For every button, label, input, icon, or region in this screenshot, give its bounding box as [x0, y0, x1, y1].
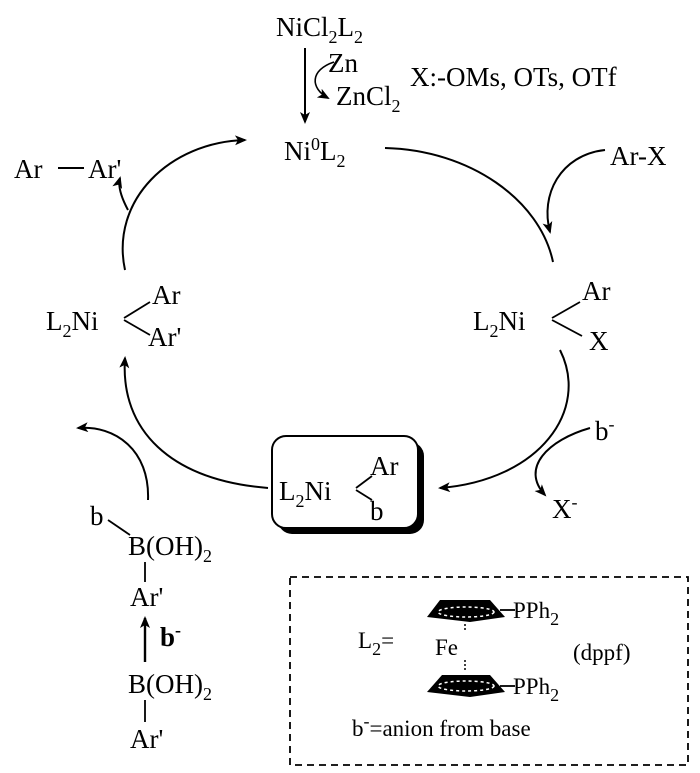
ni0-complex-label: Ni0L2 [284, 134, 346, 171]
ox-add-bond-top [551, 301, 581, 319]
aryl-halide-label: Ar-X [610, 141, 667, 171]
arx-arrow [542, 149, 606, 234]
precatalyst-label: NiCl2L2 [276, 12, 363, 47]
boronic-acid: B(OH)2 [128, 669, 212, 704]
leaving-groups-label: X:-OMs, OTs, OTf [410, 62, 617, 92]
halide-out-label: X- [552, 492, 578, 524]
reductant-label: Zn [328, 48, 358, 78]
ox-add-top: Ar [582, 276, 611, 306]
reductive-bond-top [123, 301, 151, 319]
cp-ring-top [427, 600, 505, 622]
base-in-arrow [534, 427, 591, 497]
activation-base-label: b- [160, 620, 181, 652]
arc-right-bottom [438, 349, 570, 493]
boronate-arrow [76, 422, 150, 501]
boronic-aryl: Ar' [130, 724, 163, 754]
boronate-boron: B(OH)2 [128, 531, 212, 566]
pph2-top: PPh2 [513, 598, 559, 629]
reductive-bond-bottom [123, 319, 151, 336]
cp-ring-bottom [427, 675, 505, 697]
base-in-label: b- [595, 414, 615, 446]
boxed-bond-top [355, 475, 373, 489]
base-note: b-=anion from base [352, 711, 531, 741]
zn-curl-arrow [314, 61, 335, 99]
arc-left-top [121, 135, 247, 271]
arc-bottom-left [119, 356, 269, 489]
boxed-top: Ar [370, 451, 399, 481]
reductive-top: Ar [152, 280, 181, 310]
boxed-metal: L2Ni [279, 476, 332, 511]
product-left: Ar [14, 154, 43, 184]
boxed-complex-frame [271, 435, 419, 529]
ox-add-bottom: X [589, 326, 609, 356]
byproduct-label: ZnCl2 [336, 81, 401, 116]
fe-label: Fe [435, 635, 458, 660]
reductive-metal: L2Ni [46, 306, 99, 341]
ox-add-bond-bottom [551, 319, 583, 337]
boronate-b-bond [107, 519, 131, 536]
dppf-label: (dppf) [573, 640, 630, 665]
ligand-label: L2= [358, 628, 394, 659]
boronate-b-label: b [90, 501, 104, 531]
arc-top-right [384, 147, 554, 263]
legend-box [289, 576, 689, 766]
pph2-bottom: PPh2 [513, 674, 559, 705]
product-right: Ar' [88, 154, 121, 184]
reductive-bottom: Ar' [148, 322, 181, 352]
product-arrow [112, 176, 129, 211]
boxed-bond-bottom [355, 489, 373, 501]
boronate-aryl: Ar' [130, 582, 163, 612]
boxed-bottom: b [370, 496, 384, 526]
ox-add-metal: L2Ni [473, 306, 526, 341]
